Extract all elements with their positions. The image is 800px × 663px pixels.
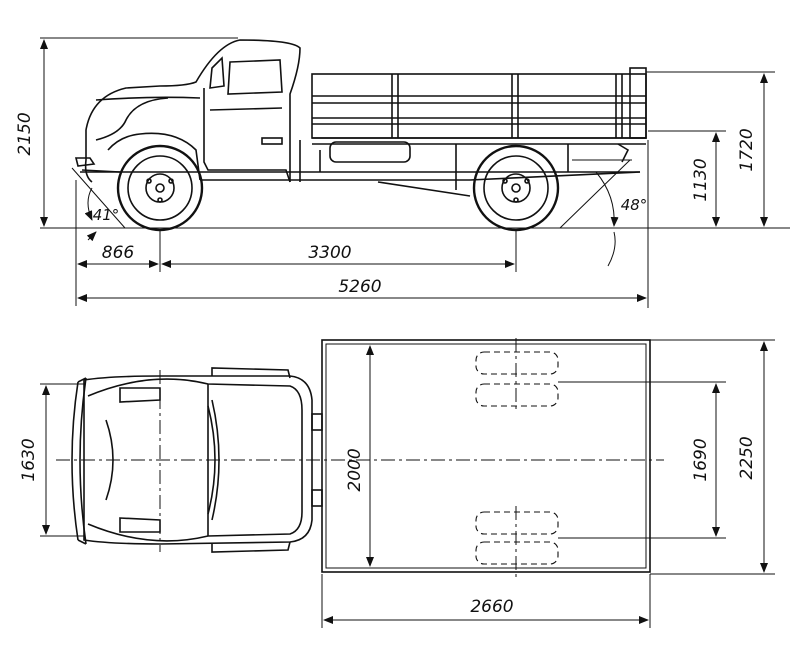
top-rear-wheels: [475, 338, 559, 578]
dim-wheelbase: 3300: [161, 230, 517, 272]
approach-angle-label: 41°: [93, 206, 120, 224]
dim-platform-inner-width: 2000: [345, 345, 374, 567]
top-front-bumper: [71, 377, 87, 545]
dim-front-track-label: 1630: [19, 438, 39, 481]
top-cab: [83, 367, 313, 553]
side-cab: [74, 39, 301, 183]
departure-angle-lines: [559, 159, 632, 267]
dim-rear-track-label: 1690: [691, 438, 711, 481]
dim-overall-length-label: 5260: [338, 277, 381, 297]
dim-overall-height: 2150: [15, 37, 238, 227]
dim-side-height: 1720: [646, 71, 775, 227]
dim-platform-length-label: 2660: [470, 597, 513, 617]
departure-angle-label: 48°: [621, 196, 648, 214]
dim-front-track: 1630: [19, 383, 84, 537]
top-view: 1630 2000 1690 2250 2660: [19, 338, 775, 628]
approach-angle-lines: [71, 167, 126, 242]
side-cargo-platform: [311, 67, 647, 145]
dim-front-overhang: 866: [75, 180, 161, 306]
dim-wheelbase-label: 3300: [308, 243, 351, 263]
dim-overall-width-label: 2250: [737, 436, 757, 479]
side-rear-wheel: [472, 144, 560, 232]
dim-platform-inner-width-label: 2000: [345, 448, 365, 491]
dim-overall-width: 2250: [650, 339, 775, 575]
dim-platform-height: 1130: [648, 130, 726, 227]
dim-platform-length: 2660: [321, 574, 651, 628]
side-view: 2150 866 3300 5260 1130: [15, 37, 790, 308]
dim-overall-length: 5260: [77, 140, 649, 308]
dim-rear-track: 1690: [558, 381, 726, 539]
dim-platform-height-label: 1130: [691, 158, 711, 201]
dim-front-overhang-label: 866: [102, 243, 135, 263]
side-front-wheel: [116, 144, 204, 232]
top-cargo-platform: [311, 339, 651, 573]
dim-overall-height-label: 2150: [15, 112, 35, 155]
side-chassis-frame: [80, 141, 641, 197]
dim-side-height-label: 1720: [737, 128, 757, 171]
